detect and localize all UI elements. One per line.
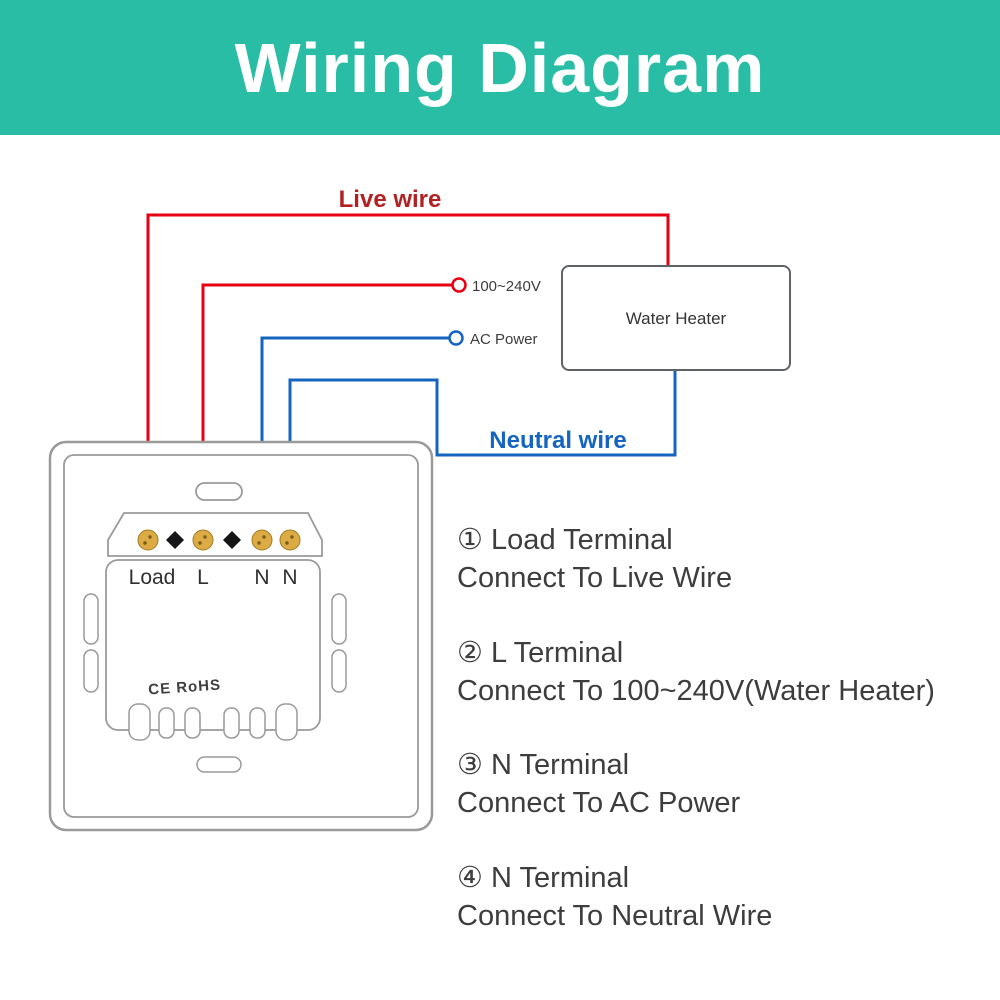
right-clip-1 (331, 593, 347, 645)
voltage-terminal-dot (451, 277, 467, 293)
screw-n2 (279, 529, 301, 551)
left-clip-1 (83, 593, 99, 645)
comb-tab-4 (249, 707, 266, 739)
switch-module (105, 559, 321, 731)
note-desc: Connect To AC Power (457, 787, 741, 819)
terminal-label-l: L (197, 566, 209, 589)
page-title: Wiring Diagram (234, 28, 766, 107)
header-banner: Wiring Diagram (0, 0, 1000, 135)
live-wire-l-to-voltage (201, 283, 452, 516)
screw-l (192, 529, 214, 551)
live-wire-label: Live wire (339, 186, 442, 213)
note-desc: Connect To 100~240V(Water Heater) (457, 675, 935, 707)
switch-bottom-tab (196, 756, 242, 773)
switch-device: Load L N N CE RoHS (48, 440, 434, 832)
diamond-screw-2 (223, 531, 241, 549)
neutral-wire-n-to-heater (288, 371, 677, 516)
comb-tab-3 (223, 707, 240, 739)
certification-mark: CE RoHS (148, 676, 222, 698)
note-title: ③ N Terminal (457, 749, 630, 781)
screw-n1 (251, 529, 273, 551)
terminal-label-load: Load (129, 566, 176, 589)
screw-load (137, 529, 159, 551)
note-n-terminal-2: ④ N Terminal Connect To Neutral Wire (457, 859, 997, 935)
left-clip-2 (83, 649, 99, 693)
note-desc: Connect To Neutral Wire (457, 900, 773, 932)
water-heater-label: Water Heater (626, 309, 727, 328)
switch-outer-frame (48, 440, 434, 832)
voltage-label: 100~240V (472, 278, 541, 295)
comb-tab-2 (184, 707, 201, 739)
comb-tab-1 (158, 707, 175, 739)
switch-inner-frame (63, 454, 419, 818)
water-heater-outline (561, 265, 791, 371)
diamond-screw-1 (166, 531, 184, 549)
note-n-terminal-1: ③ N Terminal Connect To AC Power (457, 746, 997, 822)
comb-tab-left (128, 703, 151, 741)
screw-speckles (143, 535, 294, 545)
note-title: ④ N Terminal (457, 862, 630, 894)
neutral-wire-label: Neutral wire (489, 427, 626, 454)
ac-power-label: AC Power (470, 331, 538, 348)
switch-top-tab (195, 482, 243, 501)
note-desc: Connect To Live Wire (457, 562, 733, 594)
water-heater-box: Water Heater (561, 265, 791, 371)
live-wire-load-to-heater (146, 213, 670, 516)
comb-tab-right (275, 703, 298, 741)
bottom-comb (128, 703, 298, 741)
note-load-terminal: ① Load Terminal Connect To Live Wire (457, 521, 997, 597)
ac-power-terminal-dot (448, 330, 464, 346)
terminal-label-n2: N (282, 566, 297, 589)
terminal-label-n1: N (254, 566, 269, 589)
note-l-terminal: ② L Terminal Connect To 100~240V(Water H… (457, 634, 997, 710)
note-title: ① Load Terminal (457, 524, 673, 556)
right-clip-2 (331, 649, 347, 693)
terminal-screws (137, 529, 301, 551)
terminal-labels: Load L N N (129, 566, 298, 589)
note-title: ② L Terminal (457, 637, 624, 669)
